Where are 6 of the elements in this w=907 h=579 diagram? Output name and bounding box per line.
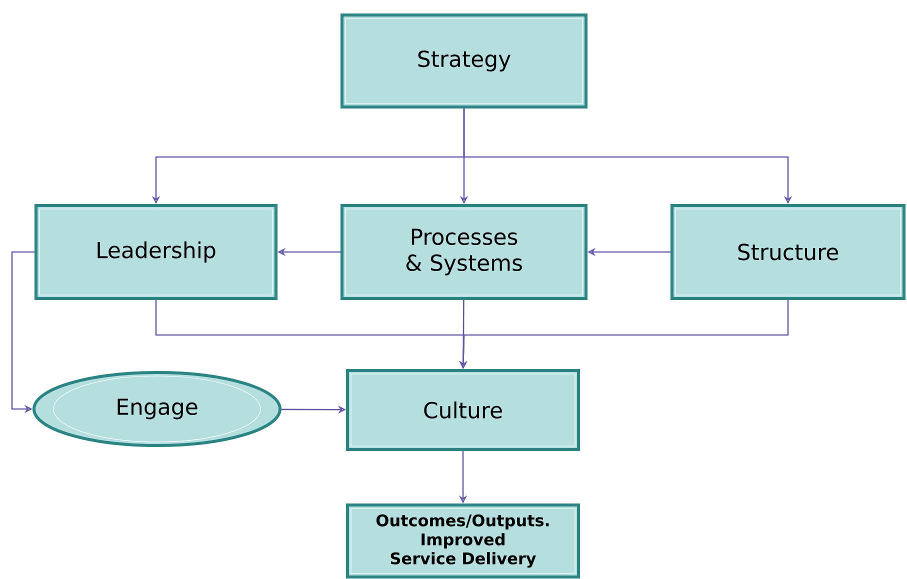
- process-box: Strategy: [340, 14, 588, 108]
- process-box: Leadership: [34, 204, 278, 300]
- process-box: Processes & Systems: [340, 204, 588, 300]
- process-box: Structure: [670, 204, 906, 300]
- process-box: Outcomes/Outputs. Improved Service Delivery: [346, 504, 580, 578]
- process-box: Culture: [346, 369, 580, 451]
